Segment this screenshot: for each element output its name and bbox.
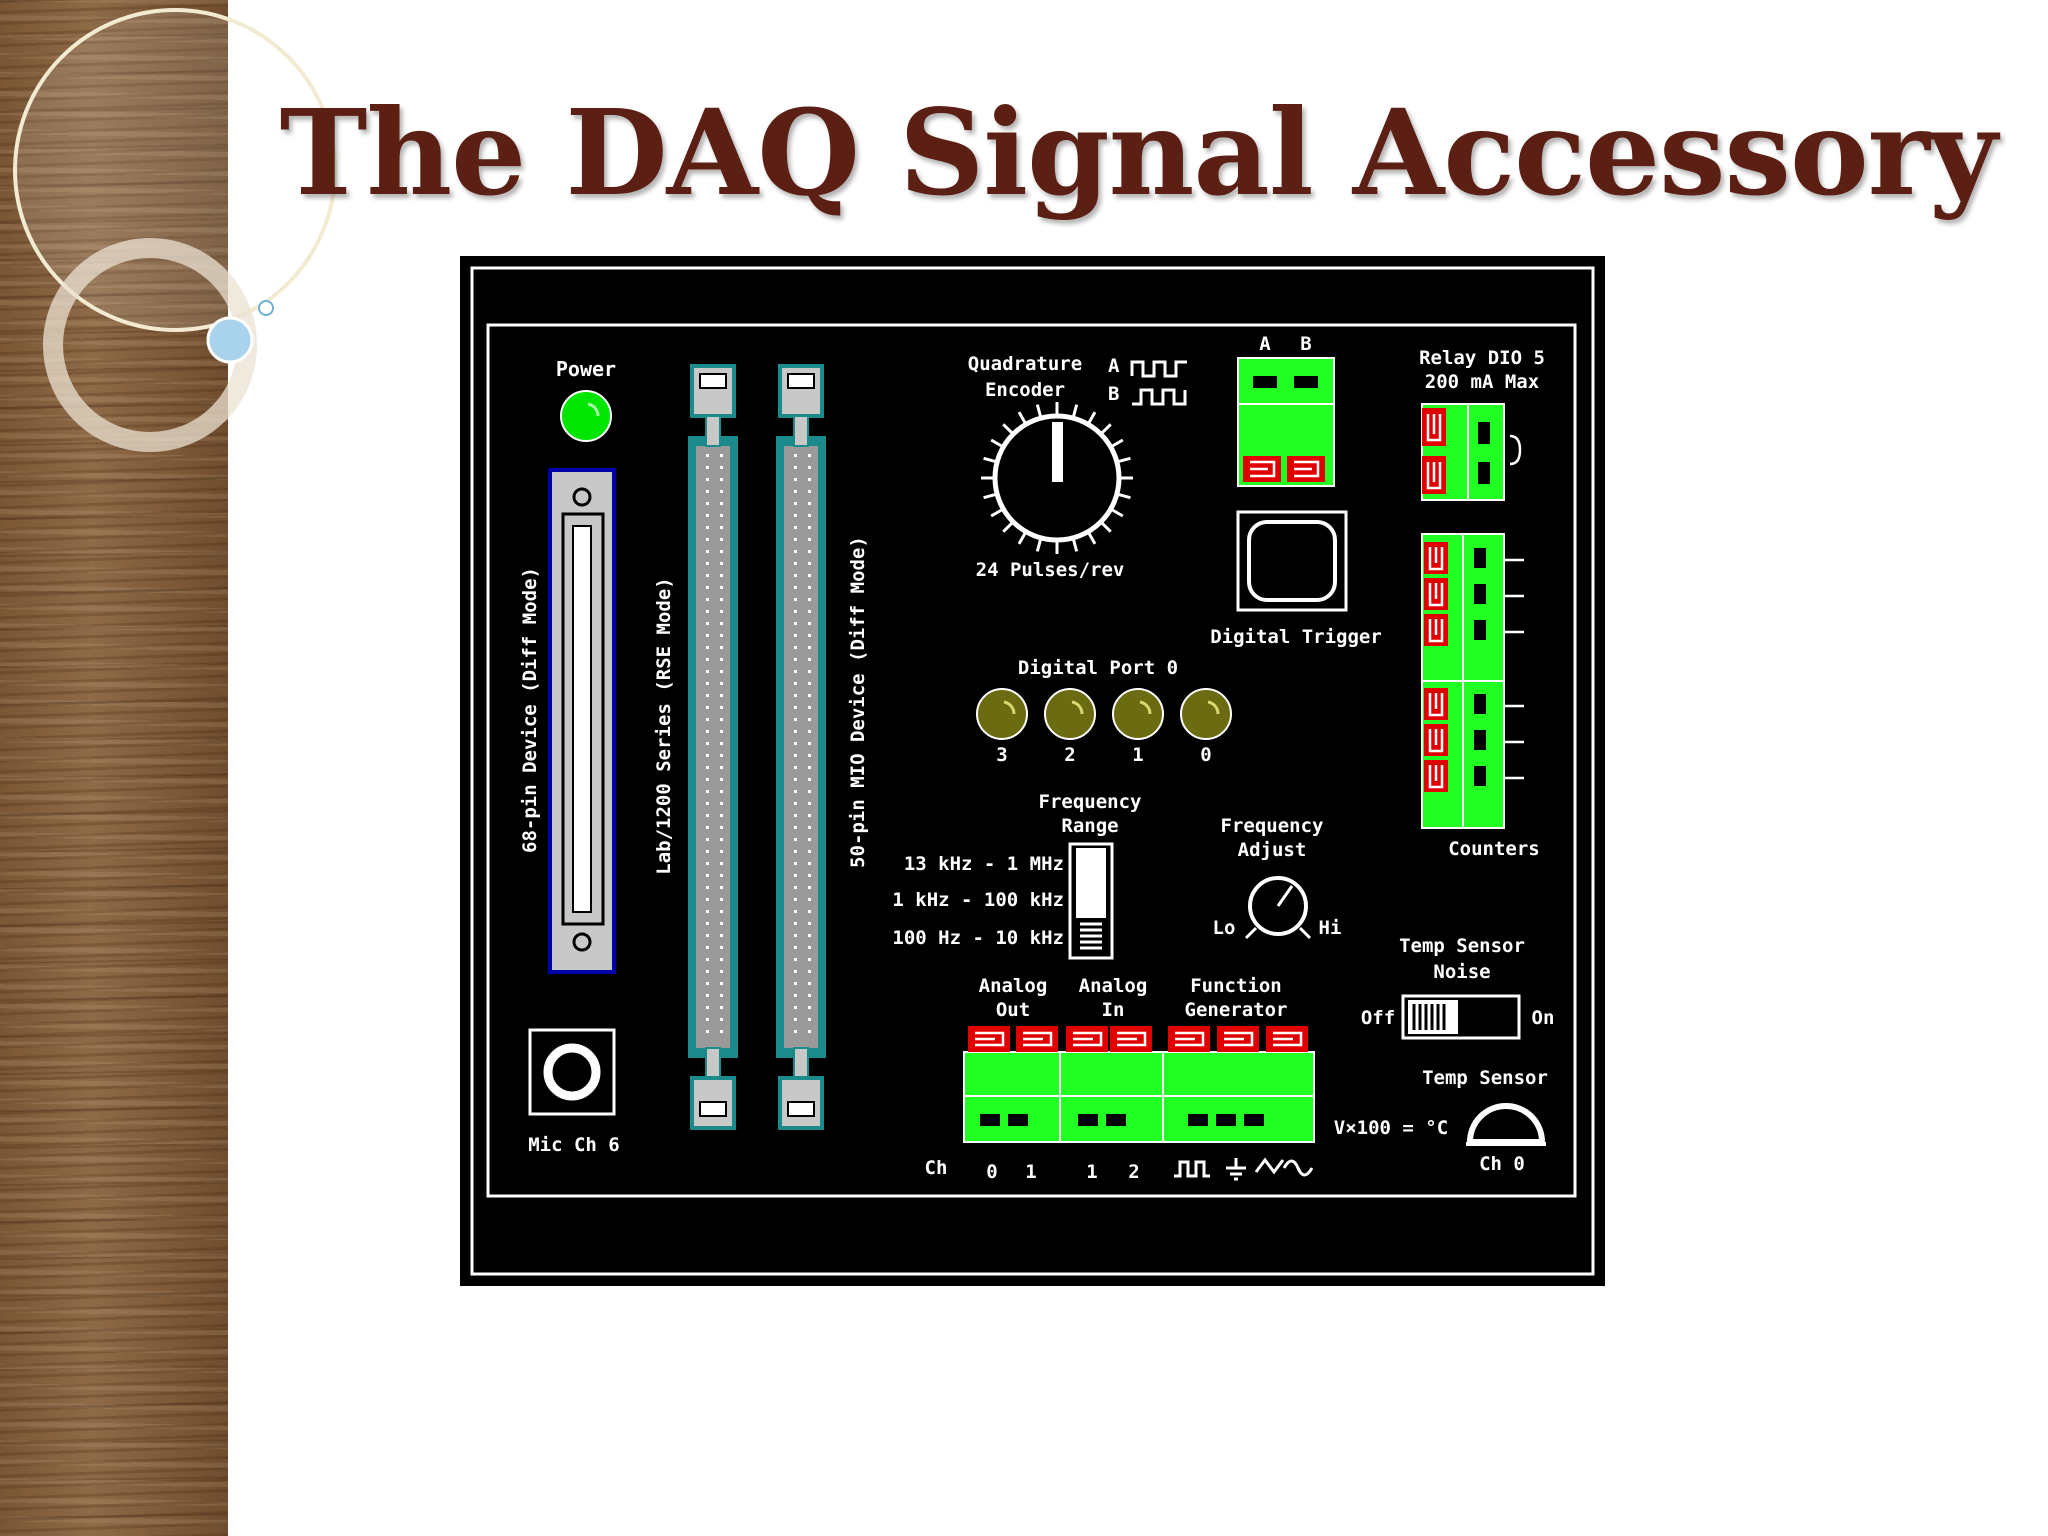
relay-terminal-block[interactable]: [1421, 403, 1522, 501]
port-led-label: 2: [1064, 744, 1075, 766]
square-wave-icon: [1174, 1160, 1210, 1178]
temp-noise-label-2: Noise: [1433, 961, 1490, 983]
analog-out-label-2: Out: [996, 999, 1030, 1021]
ch-label: Ch: [925, 1157, 948, 1179]
lab1200-connector-slot[interactable]: [688, 364, 738, 1130]
func-gen-label-2: Generator: [1185, 999, 1288, 1021]
slide-title: The DAQ Signal Accessory: [279, 83, 1998, 222]
port-led-label: 3: [996, 744, 1007, 766]
temp-sensor-label: Temp Sensor: [1422, 1067, 1548, 1089]
ch-number-ai1: 1: [1086, 1161, 1097, 1183]
pulses-label: 24 Pulses/rev: [976, 559, 1125, 581]
analog-terminal-block[interactable]: [963, 1026, 1315, 1143]
ab-a-label: A: [1259, 333, 1271, 355]
digital-trigger-button[interactable]: [1236, 510, 1348, 612]
encoder-knob[interactable]: [981, 402, 1133, 554]
freq-range-option-1[interactable]: 13 kHz - 1 MHz: [904, 853, 1064, 875]
daq-accessory-panel: Power 68-pin Device (Diff Mode) Lab/1200…: [460, 256, 1605, 1286]
freq-range-slide-switch[interactable]: [1068, 842, 1114, 960]
mio50-label: 50-pin MIO Device (Diff Mode): [847, 536, 869, 868]
microphone-icon: [528, 1028, 616, 1116]
freq-adjust-label-2: Adjust: [1238, 839, 1307, 861]
quadrature-label-2: Encoder: [985, 379, 1065, 401]
quad-b-label: B: [1108, 383, 1119, 405]
freq-adjust-label-1: Frequency: [1221, 815, 1324, 837]
ground-icon: [1226, 1158, 1246, 1181]
port-led-3: [976, 688, 1028, 740]
ab-b-label: B: [1300, 333, 1311, 355]
temp-formula: V×100 = °C: [1334, 1117, 1448, 1139]
freq-lo-label: Lo: [1213, 917, 1236, 939]
analog-in-label-2: In: [1102, 999, 1125, 1021]
digital-port-label: Digital Port 0: [1018, 657, 1178, 679]
counters-label: Counters: [1448, 838, 1540, 860]
temp-sensor-icon: [1466, 1103, 1546, 1146]
ch-number-ai2: 2: [1128, 1161, 1139, 1183]
power-led: [560, 390, 612, 442]
freq-range-label-2: Range: [1061, 815, 1118, 837]
digital-trigger-label: Digital Trigger: [1210, 626, 1382, 648]
triangle-sine-wave-icon: [1254, 1157, 1314, 1177]
decorative-rings: [13, 8, 337, 452]
noise-toggle-switch[interactable]: [1401, 994, 1521, 1040]
func-gen-label-1: Function: [1190, 975, 1282, 997]
connector-68-label: 68-pin Device (Diff Mode): [519, 567, 541, 853]
mic-label: Mic Ch 6: [528, 1134, 620, 1156]
noise-on-label: On: [1532, 1007, 1555, 1029]
freq-hi-label: Hi: [1319, 917, 1342, 939]
ch-number-ao0: 0: [986, 1161, 997, 1183]
temp-noise-label-1: Temp Sensor: [1399, 935, 1525, 957]
counters-terminal-block[interactable]: [1421, 533, 1524, 829]
quadrature-label-1: Quadrature: [968, 353, 1082, 375]
analog-in-label-1: Analog: [1079, 975, 1148, 997]
analog-out-label-1: Analog: [979, 975, 1048, 997]
port-led-2: [1044, 688, 1096, 740]
freq-range-label-1: Frequency: [1039, 791, 1142, 813]
ch-number-ao1: 1: [1025, 1161, 1036, 1183]
relay-label-1: Relay DIO 5: [1419, 347, 1545, 369]
outer-border: [470, 266, 1595, 1276]
lab1200-label: Lab/1200 Series (RSE Mode): [653, 577, 675, 874]
ab-terminal-block[interactable]: [1237, 357, 1335, 487]
noise-off-label: Off: [1361, 1007, 1395, 1029]
mio50-connector-slot[interactable]: [776, 364, 826, 1130]
quad-a-label: A: [1108, 355, 1120, 377]
port-led-label: 0: [1200, 744, 1211, 766]
freq-range-option-2[interactable]: 1 kHz - 100 kHz: [892, 889, 1064, 911]
power-label: Power: [556, 357, 616, 381]
temp-ch-label: Ch 0: [1479, 1153, 1525, 1175]
waveform-a-icon: [1130, 360, 1187, 378]
port-led-label: 1: [1132, 744, 1143, 766]
power-led-shine: [587, 402, 600, 417]
port-led-0: [1180, 688, 1232, 740]
port-led-1: [1112, 688, 1164, 740]
connector-68-pin[interactable]: [548, 468, 616, 974]
freq-range-option-3[interactable]: 100 Hz - 10 kHz: [892, 927, 1064, 949]
waveform-b-icon: [1132, 388, 1187, 406]
relay-label-2: 200 mA Max: [1425, 371, 1539, 393]
freq-adjust-knob[interactable]: [1244, 876, 1312, 940]
inner-border: [486, 323, 1577, 1198]
